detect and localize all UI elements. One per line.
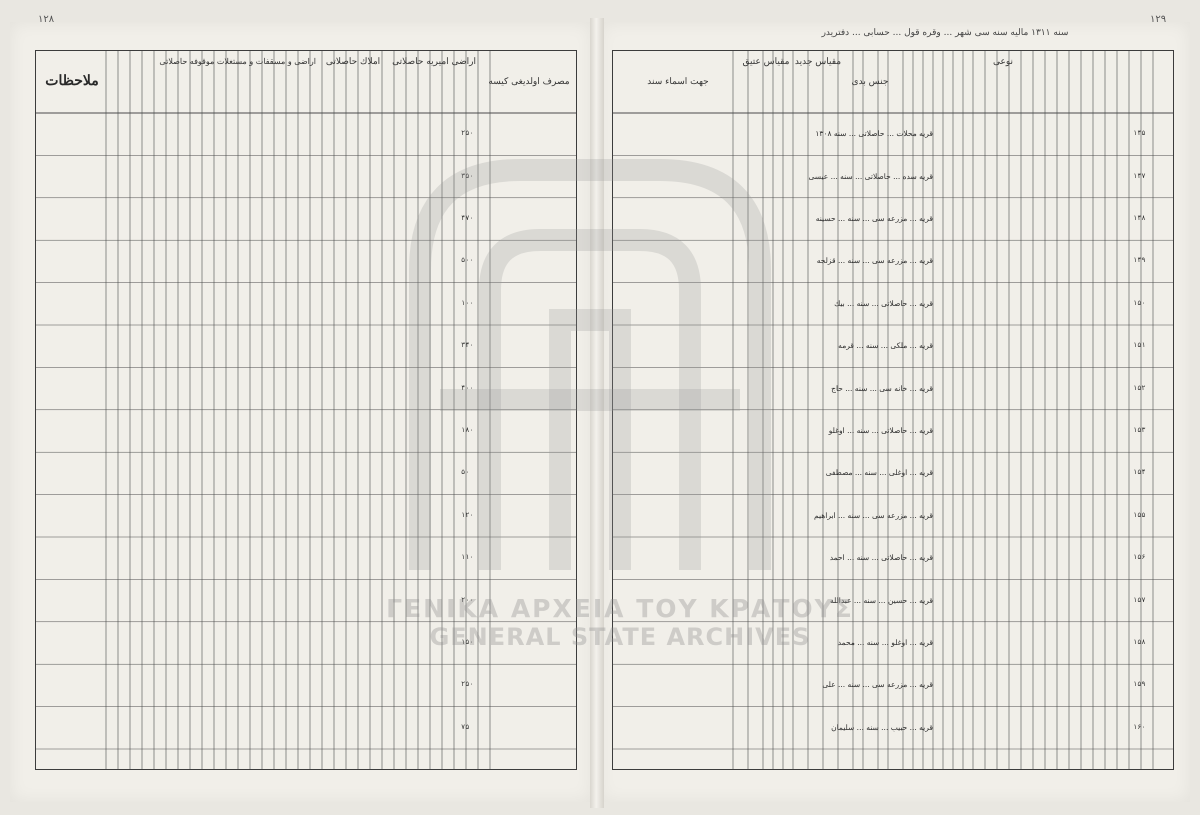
entry-description: قريه سده ... حاصلاتى ... سنه ... عيسى xyxy=(808,171,933,181)
right-entry-number: ۱۵۹ xyxy=(1133,680,1146,689)
left-page xyxy=(10,22,592,802)
archive-watermark: ΓΕΝΙΚΑ ΑΡΧΕΙΑ ΤΟΥ ΚΡΑΤΟΥΣ GENERAL STATE … xyxy=(320,594,920,651)
book-gutter xyxy=(590,18,604,808)
right-entry-number: ۱۴۹ xyxy=(1133,256,1146,265)
right-entry-number: ۱۵۴ xyxy=(1133,468,1146,477)
left-amount: ۱۵۰ xyxy=(461,638,474,646)
left-amount: ۵۰ xyxy=(461,468,470,477)
left-amount: ۱۲۰ xyxy=(461,510,474,519)
right-header-type: نوعى xyxy=(992,57,1014,67)
right-ledger-grid xyxy=(613,51,1173,769)
left-amount: ۳۴۰ xyxy=(461,341,474,350)
watermark-greek: ΓΕΝΙΚΑ ΑΡΧΕΙΑ ΤΟΥ ΚΡΑΤΟΥΣ xyxy=(386,594,854,623)
right-entry-number: ۱۴۸ xyxy=(1133,214,1146,222)
entry-description: قريه ... مزرعه سى ... سنه ... ابراهيم xyxy=(814,510,933,520)
left-amount: ۱۱۰ xyxy=(461,553,474,562)
left-amount: ۷۵ xyxy=(461,722,470,731)
left-page-number: ۱۲۸ xyxy=(38,14,55,25)
entry-description: قريه ... مزرعه سى ... سنه ... على xyxy=(822,680,933,690)
left-amount: ۴۷۰ xyxy=(461,214,474,222)
entry-description: قريه ... اوغلى ... سنه ... مصطفى xyxy=(825,468,933,478)
right-entry-number: ۱۶۰ xyxy=(1133,722,1146,731)
right-entry-number: ۱۵۳ xyxy=(1133,426,1146,434)
left-header-emlak: املاك حاصلاتى xyxy=(325,57,381,67)
right-page-number: ۱۲۹ xyxy=(1150,14,1167,25)
right-page xyxy=(600,22,1190,802)
left-amount: ۳۵۰ xyxy=(461,171,474,180)
left-header-miri: اراضى اميريه حاصلاتى xyxy=(392,57,476,67)
left-ledger-grid xyxy=(36,51,576,769)
page-header-text: سنه ۱۳۱۱ ماليه سنه سى شهر ... وقره قول .… xyxy=(821,28,1069,38)
right-entry-number: ۱۵۶ xyxy=(1133,553,1146,562)
right-header-cins: جنس بدى xyxy=(851,77,889,87)
left-ledger-table: ملاحظات مصرف اولديغى كيسه اراضى اميريه ح… xyxy=(35,50,577,770)
left-amount: ۱۸۰ xyxy=(461,426,474,434)
right-header-old-measure: مقياس عتيق xyxy=(742,57,790,67)
right-entry-number: ۱۴۵ xyxy=(1133,129,1146,138)
right-entry-number: ۱۴۷ xyxy=(1133,171,1146,180)
right-entry-number: ۱۵۰ xyxy=(1133,298,1146,307)
entry-description: قريه ... حسين ... سنه ... عبدالله xyxy=(829,595,933,605)
entry-description: قريه ... حاصلاتى ... سنه ... احمد xyxy=(829,553,933,563)
right-entry-number: ۱۵۸ xyxy=(1133,638,1146,646)
right-entry-number: ۱۵۵ xyxy=(1133,510,1146,519)
right-ledger-table: جهت اسماء سند جنس بدى مقياس جديد مقياس ع… xyxy=(612,50,1174,770)
entry-description: قريه ... خانه سى ... سنه ... حاج xyxy=(831,383,933,393)
left-amount: ۲۰۰ xyxy=(461,595,474,604)
left-amount: ۲۵۰ xyxy=(461,680,474,689)
watermark-english: GENERAL STATE ARCHIVES xyxy=(429,622,811,651)
right-entry-number: ۱۵۲ xyxy=(1133,383,1146,392)
right-header-new-measure: مقياس جديد xyxy=(794,57,842,67)
entry-description: قريه ... اوغلو ... سنه ... محمد xyxy=(837,638,933,647)
left-amount: ۵۰۰ xyxy=(461,256,474,265)
entry-description: قريه محلات ... حاصلاتى ... سنه ۱۳۰۸ xyxy=(815,129,933,139)
right-entry-number: ۱۵۱ xyxy=(1133,341,1146,350)
entry-description: قريه ... مزرعه سى ... سنه ... حسينه xyxy=(815,214,933,223)
left-header-vakif: اراضى و مسقفات و مستغلات موقوفه حاصلاتى xyxy=(159,57,316,66)
right-entry-number: ۱۵۷ xyxy=(1133,595,1146,604)
entry-description: قريه ... ملكى ... سنه ... قرمه xyxy=(838,341,933,351)
entry-description: قريه ... حاصلاتى ... سنه ... اوغلو xyxy=(828,426,933,435)
right-header-sened: جهت اسماء سند xyxy=(647,77,709,87)
remarks-title: ملاحظات xyxy=(45,73,99,89)
entry-description: قريه ... حاصلاتى ... سنه ... بيك xyxy=(834,298,933,308)
left-amount: ۲۵۰ xyxy=(461,129,474,138)
left-amount: ۴۰۰ xyxy=(461,383,474,392)
left-header-purse: مصرف اولديغى كيسه xyxy=(488,77,570,87)
entry-description: قريه ... حبيب ... سنه ... سليمان xyxy=(831,722,933,732)
entry-description: قريه ... مزرعه سى ... سنه ... قزلجه xyxy=(816,256,933,266)
left-amount: ۱۰۰ xyxy=(461,298,474,307)
